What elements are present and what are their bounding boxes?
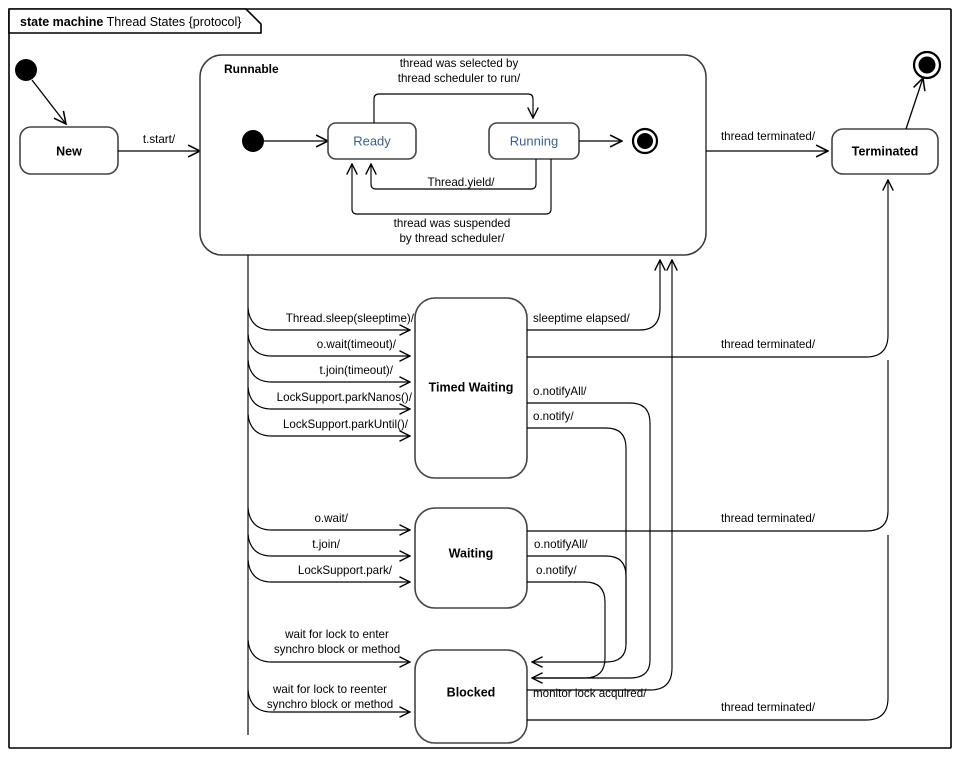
edge-running-to-ready-suspended (352, 159, 552, 215)
edge-to-timed-waiting-sleep (247, 307, 410, 330)
edge-waiting-to-blocked-notify (527, 581, 606, 679)
edge-to-timed-waiting-park-until (247, 413, 410, 436)
composite-state-runnable[interactable] (199, 54, 707, 256)
edge-blocked-to-terminated (527, 535, 889, 721)
state-waiting-label: Waiting (449, 546, 494, 560)
initial-pseudostate (15, 59, 37, 81)
edge-label-lock-enter-line2: synchro block or method (274, 643, 400, 656)
edge-to-timed-waiting-park-nanos (247, 386, 410, 409)
edge-to-waiting-o-wait (247, 507, 410, 530)
state-timed-waiting[interactable] (414, 297, 528, 479)
edge-label-park-nanos: LockSupport.parkNanos()/ (277, 391, 413, 404)
edge-label-selected-line1: thread was selected by (400, 57, 519, 70)
edge-label-monitor-lock-acquired: monitor lock acquired/ (533, 687, 647, 700)
edge-to-timed-waiting-join-timeout (247, 359, 410, 382)
edge-to-blocked-enter (247, 639, 410, 662)
edge-ready-to-running (373, 93, 533, 123)
edge-label-thread-yield: Thread.yield/ (427, 176, 495, 189)
edge-waiting-to-blocked-notifyall (527, 555, 627, 644)
edge-waiting-to-terminated (527, 360, 889, 532)
edge-label-tw-notify: o.notify/ (533, 410, 574, 423)
edge-timed-waiting-to-terminated (527, 180, 888, 358)
edge-timed-waiting-to-runnable (527, 260, 660, 331)
state-ready-label: Ready (353, 133, 391, 148)
edge-blocked-to-runnable (527, 260, 672, 691)
runnable-final-state-ring (631, 127, 659, 155)
state-waiting[interactable] (414, 507, 528, 609)
state-blocked[interactable] (414, 649, 528, 744)
edge-label-lock-reenter-line1: wait for lock to reenter (272, 683, 387, 696)
composite-state-runnable-label: Runnable (224, 62, 279, 76)
machine-final-state-ring (912, 50, 942, 80)
state-timed-waiting-label: Timed Waiting (429, 380, 514, 394)
edge-label-w-notify: o.notify/ (536, 564, 577, 577)
edge-label-terminated-mid: thread terminated/ (721, 338, 816, 351)
state-ready[interactable] (327, 122, 417, 160)
edge-timed-waiting-to-blocked-notifyall (527, 402, 651, 678)
frame-title-name: Thread States {protocol} (107, 15, 242, 29)
frame-title-tab (8, 8, 262, 34)
edge-to-waiting-t-join (247, 533, 410, 556)
edge-terminated-to-final (905, 78, 923, 130)
runnable-initial-pseudostate (242, 130, 264, 152)
edge-label-suspended-line2: by thread scheduler/ (399, 232, 505, 245)
state-running-label: Running (510, 133, 558, 148)
machine-final-state-core (918, 56, 936, 74)
edge-label-o-wait-timeout: o.wait(timeout)/ (317, 338, 397, 351)
edge-label-park: LockSupport.park/ (298, 564, 393, 577)
edge-label-selected-line2: thread scheduler to run/ (398, 72, 521, 85)
state-terminated[interactable] (831, 128, 939, 175)
edge-label-t-start: t.start/ (143, 133, 176, 146)
edge-running-to-ready-yield (371, 159, 537, 190)
frame-title: state machine Thread States {protocol} (20, 15, 241, 29)
edge-timed-waiting-to-blocked-notify (527, 427, 627, 662)
state-new-label: New (56, 144, 82, 158)
edge-to-waiting-park (247, 559, 410, 582)
edge-label-tw-notify-all: o.notifyAll/ (533, 385, 587, 398)
edge-label-lock-enter-line1: wait for lock to enter (284, 628, 389, 641)
edge-label-terminated-bottom: thread terminated/ (721, 701, 816, 714)
edge-label-park-until: LockSupport.parkUntil()/ (283, 418, 409, 431)
edge-to-blocked-reenter (247, 689, 410, 712)
edge-label-suspended-line1: thread was suspended (394, 217, 511, 230)
edge-label-o-wait: o.wait/ (314, 512, 348, 525)
runnable-final-state-core (637, 133, 653, 149)
state-blocked-label: Blocked (447, 685, 496, 699)
edge-label-lock-reenter-line2: synchro block or method (267, 698, 393, 711)
edge-label-w-notify-all: o.notifyAll/ (534, 538, 588, 551)
frame-title-keyword: state machine (20, 15, 103, 29)
edge-label-sleeptime-elapsed: sleeptime elapsed/ (533, 312, 630, 325)
edge-label-terminated-top: thread terminated/ (721, 130, 816, 143)
edge-label-t-join-timeout: t.join(timeout)/ (320, 364, 394, 377)
edge-label-terminated-low: thread terminated/ (721, 512, 816, 525)
edge-label-t-join: t.join/ (312, 538, 340, 551)
edge-to-timed-waiting-wait-timeout (247, 333, 410, 356)
state-terminated-label: Terminated (852, 144, 918, 158)
edge-initial-to-new (31, 79, 66, 124)
edge-label-thread-sleep: Thread.sleep(sleeptime)/ (286, 312, 415, 325)
